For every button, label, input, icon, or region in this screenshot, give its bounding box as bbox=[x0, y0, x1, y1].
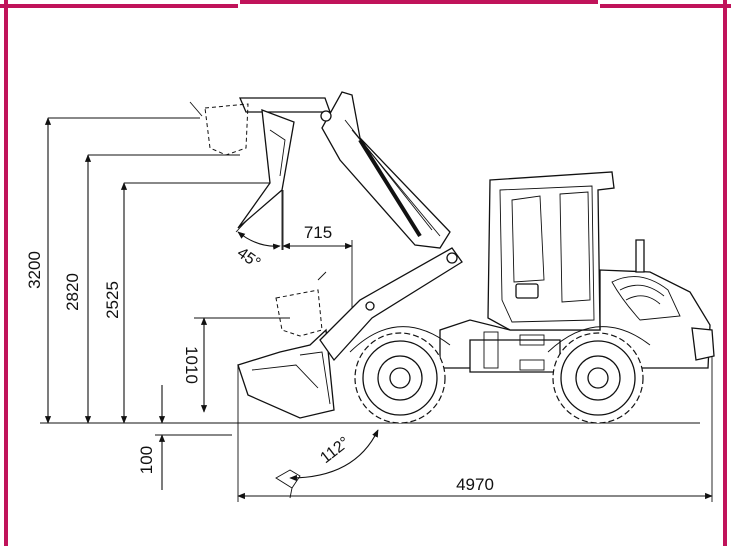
dim-715: 715 bbox=[304, 223, 332, 242]
reach-dimension bbox=[282, 190, 353, 330]
front-fender bbox=[349, 326, 451, 353]
dim-112-angle: 112° bbox=[317, 434, 353, 467]
dim-45-angle: 45° bbox=[234, 244, 264, 272]
rear-wheel bbox=[552, 332, 644, 424]
loader-body bbox=[439, 171, 715, 373]
rear-fender bbox=[547, 326, 651, 353]
height-dimensions bbox=[44, 117, 282, 424]
dig-depth-dimension bbox=[155, 385, 232, 490]
dim-3200: 3200 bbox=[25, 251, 44, 289]
length-dimension bbox=[237, 345, 713, 502]
front-wheel bbox=[354, 332, 446, 424]
dim-4970: 4970 bbox=[456, 475, 494, 494]
raised-boom-arm bbox=[189, 91, 451, 249]
dim-2820: 2820 bbox=[63, 273, 82, 311]
dim-2525: 2525 bbox=[103, 281, 122, 319]
lowered-bucket bbox=[237, 247, 463, 419]
bucket-depth-dimension bbox=[194, 317, 290, 413]
dim-1010: 1010 bbox=[182, 346, 201, 384]
dim-100: 100 bbox=[137, 446, 156, 474]
